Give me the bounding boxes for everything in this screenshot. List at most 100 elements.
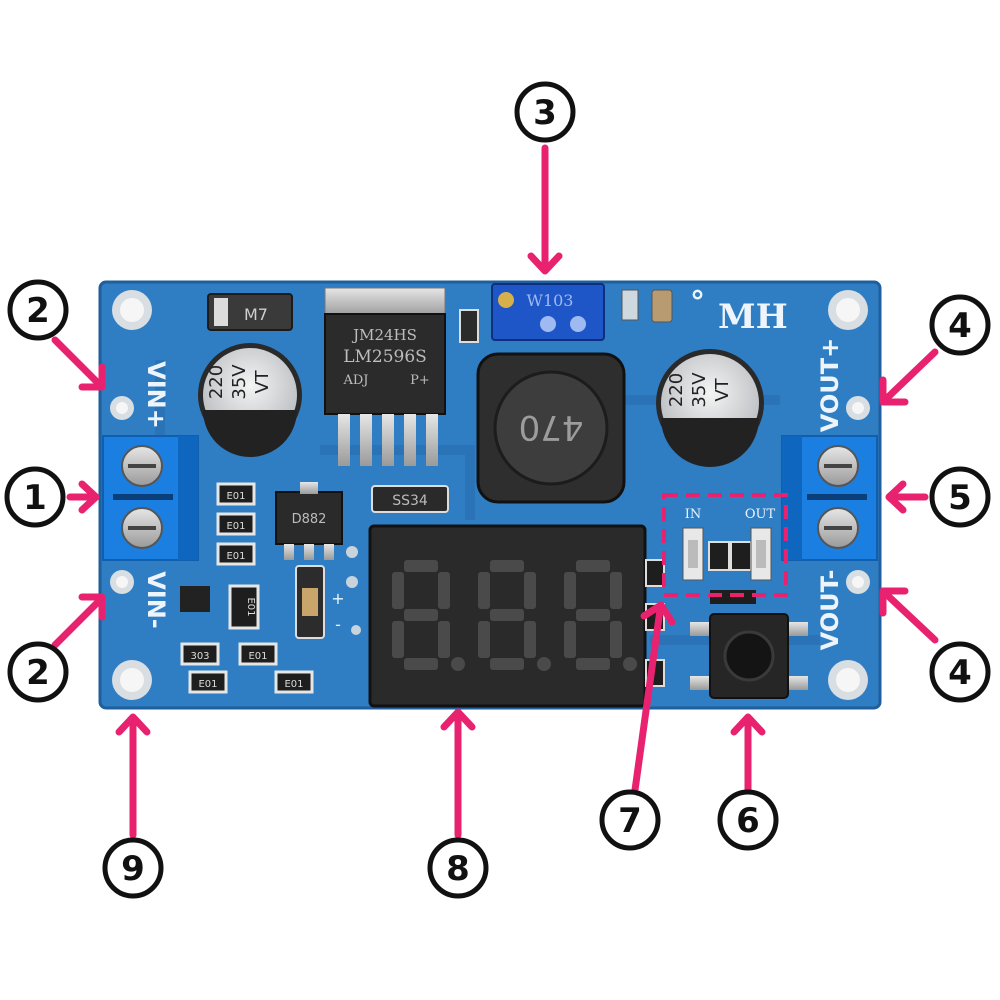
svg-text:ADJ: ADJ — [342, 373, 368, 388]
svg-text:E01: E01 — [245, 597, 256, 616]
inductor-470: 470 — [476, 352, 626, 504]
callout-4-top: 4 — [929, 294, 991, 356]
digit-1-segment — [404, 560, 438, 572]
regulator-lm2596: JM24HS LM2596S ADJ P+ — [324, 287, 446, 466]
vout-minus-label: VOUT- — [816, 570, 844, 651]
svg-text:M7: M7 — [244, 305, 268, 324]
svg-text:3: 3 — [533, 93, 557, 133]
test-pads — [110, 396, 870, 594]
digit-2-segment — [524, 621, 536, 658]
svg-text:4: 4 — [948, 306, 972, 346]
digit-3-segment — [576, 658, 610, 670]
smd-resistors-left: E01 E01 E01 E01 — [216, 482, 260, 630]
trimmer-potentiometer: W103 — [491, 283, 605, 341]
svg-text:VT: VT — [712, 377, 733, 401]
svg-text:303: 303 — [190, 651, 209, 662]
digit-2-segment — [490, 609, 524, 621]
svg-text:5: 5 — [948, 478, 972, 518]
transistor-d882: D882 — [275, 482, 343, 560]
capacitor-left: 220 35V VT — [198, 343, 302, 457]
push-button — [690, 613, 808, 699]
arrow-4a-head — [879, 376, 909, 406]
svg-text:E01: E01 — [226, 521, 245, 532]
svg-text:6: 6 — [736, 801, 760, 841]
arrow-4b-head — [879, 587, 909, 617]
out-led-label: OUT — [745, 507, 776, 522]
digit-1-segment — [404, 609, 438, 621]
svg-text:35V: 35V — [229, 364, 250, 400]
vout-plus-label: VOUT+ — [816, 338, 844, 433]
in-out-leds: IN OUT — [682, 507, 776, 581]
arrow-8-head — [440, 708, 476, 731]
arrow-1-head — [78, 480, 100, 514]
schottky-diode: SS34 — [371, 485, 449, 513]
callout-8: 8 — [427, 837, 489, 899]
digit-2-segment — [524, 572, 536, 609]
svg-text:SS34: SS34 — [392, 493, 428, 509]
callout-1: 1 — [4, 466, 66, 528]
svg-text:JM24HS: JM24HS — [351, 326, 417, 344]
svg-text:E01: E01 — [248, 651, 267, 662]
digit-3-segment — [564, 621, 576, 658]
svg-text:4: 4 — [948, 653, 972, 693]
arrow-3-head — [527, 252, 563, 275]
arrow-9-head — [115, 713, 151, 736]
svg-text:9: 9 — [121, 849, 145, 889]
diode-m7: M7 — [207, 293, 293, 331]
svg-text:E01: E01 — [284, 679, 303, 690]
vin-minus-label: VIN- — [142, 571, 170, 629]
digit-1-segment — [404, 658, 438, 670]
digit-1-segment — [392, 572, 404, 609]
svg-text:D882: D882 — [292, 512, 327, 527]
callouts: 1 2 2 3 4 4 5 6 — [4, 81, 991, 899]
callout-3: 3 — [514, 81, 576, 143]
digit-2-decimal-point — [537, 657, 551, 671]
digit-1-segment — [438, 621, 450, 658]
capacitor-right: 220 35V VT — [656, 349, 764, 467]
svg-text:8: 8 — [446, 849, 470, 889]
arrow-7-head — [640, 601, 676, 626]
svg-text:+: + — [331, 589, 344, 608]
callout-2-top: 2 — [7, 279, 69, 341]
output-terminal-block — [781, 435, 878, 561]
callout-7: 7 — [599, 789, 661, 851]
mounting-holes — [112, 290, 868, 700]
svg-text:LM2596S: LM2596S — [343, 347, 427, 367]
digit-2-segment — [490, 658, 524, 670]
arrow-2a-head — [78, 363, 106, 391]
arrow-7 — [631, 606, 664, 794]
digit-1-decimal-point — [451, 657, 465, 671]
svg-text:7: 7 — [618, 801, 642, 841]
svg-text:470: 470 — [519, 407, 584, 447]
callout-2-bottom: 2 — [7, 641, 69, 703]
digit-1-segment — [438, 572, 450, 609]
seven-segment-display — [368, 524, 647, 708]
digit-3-segment — [576, 560, 610, 572]
svg-text:2: 2 — [26, 291, 50, 331]
input-terminal-block — [102, 435, 199, 561]
arrow-2b-head — [78, 593, 106, 621]
arrow-6-head — [730, 713, 766, 736]
digit-3-decimal-point — [623, 657, 637, 671]
arrow-2b — [51, 596, 104, 649]
smd-resistors-bottom: 303 E01 E01 E01 — [180, 642, 314, 694]
arrow-5-head — [885, 480, 907, 514]
svg-text:2: 2 — [26, 653, 50, 693]
digit-3-segment — [576, 609, 610, 621]
svg-text:1: 1 — [23, 478, 47, 518]
svg-text:VT: VT — [252, 369, 273, 393]
digit-2-segment — [490, 560, 524, 572]
svg-text:E01: E01 — [226, 551, 245, 562]
digit-3-segment — [610, 572, 622, 609]
in-led-label: IN — [685, 507, 702, 522]
svg-text:35V: 35V — [689, 372, 710, 408]
svg-text:P+: P+ — [410, 373, 430, 388]
digit-2-segment — [478, 621, 490, 658]
digit-1-segment — [392, 621, 404, 658]
digit-3-segment — [610, 621, 622, 658]
callout-6: 6 — [717, 789, 779, 851]
callout-5: 5 — [929, 466, 991, 528]
digit-3-segment — [564, 572, 576, 609]
vin-plus-label: VIN+ — [142, 361, 170, 429]
